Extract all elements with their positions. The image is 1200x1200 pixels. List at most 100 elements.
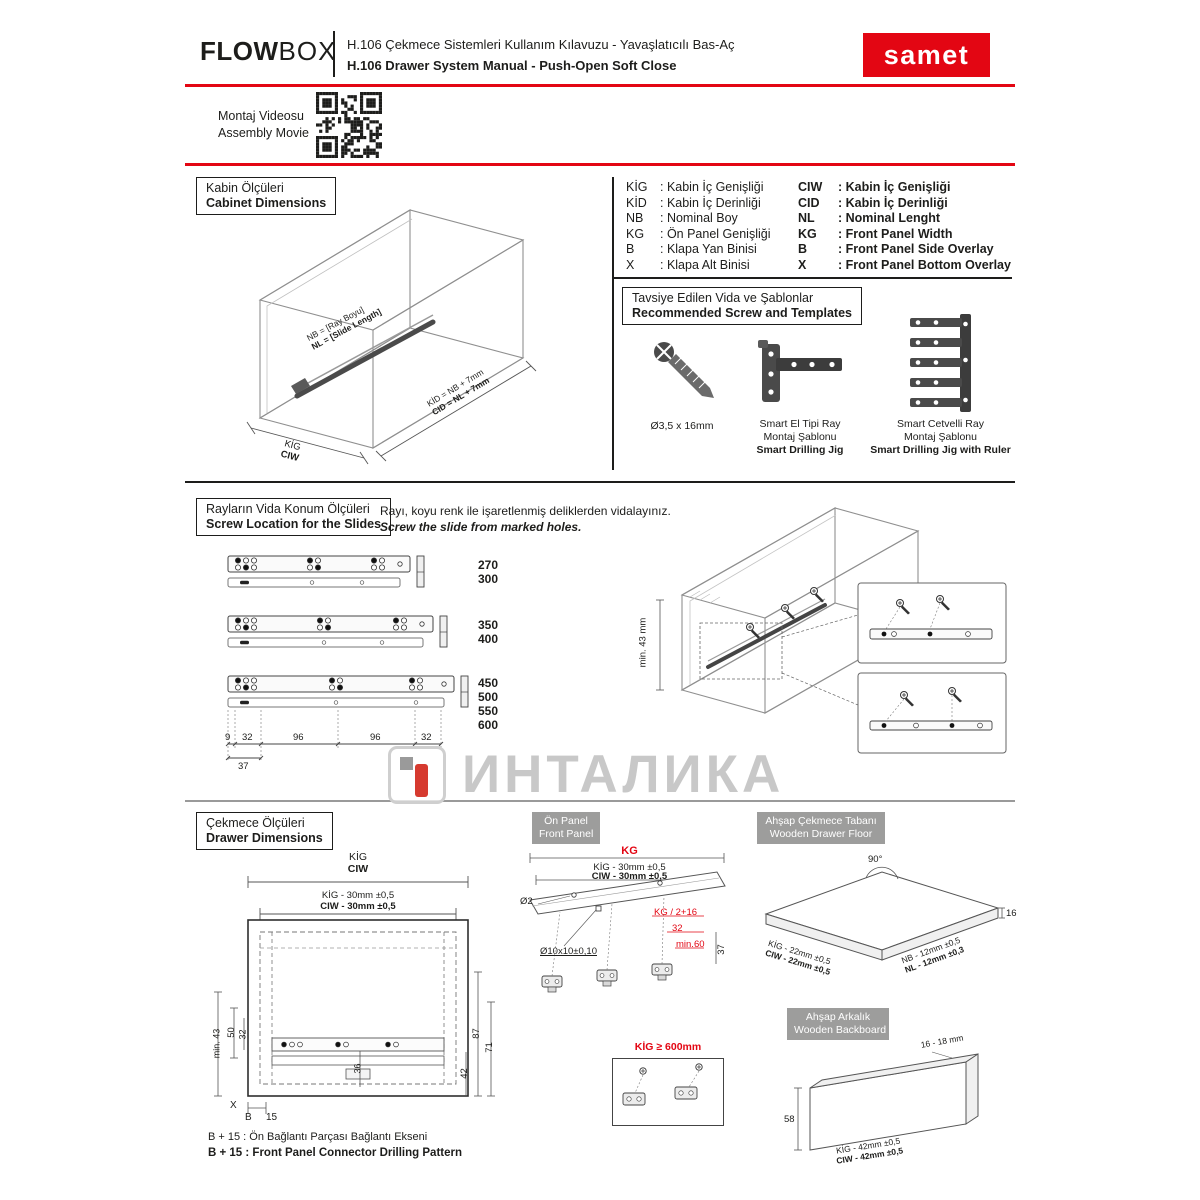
kig600-connector-box (612, 1058, 724, 1126)
legend-value: : Kabin İç Derinliği (838, 195, 948, 210)
front-caption-tr: B + 15 : Ön Bağlantı Parçası Bağlantı Ek… (208, 1131, 428, 1143)
ruler-jig-drawing (888, 310, 993, 415)
length-350: 350 (478, 618, 499, 632)
drawer-front-view-svg (214, 876, 495, 1114)
front-kig: KİG (348, 851, 368, 863)
drawer-section-title: Çekmece Ölçüleri Drawer Dimensions (196, 812, 333, 850)
video-label-en: Assembly Movie (218, 126, 309, 140)
jig-ruler-line3: Smart Drilling Jig with Ruler (870, 444, 1011, 456)
wooden-floor-svg (764, 866, 1005, 961)
legend-row: NB : Nominal Boy (626, 211, 770, 227)
legend-row: B: Klapa Yan Binisi (626, 242, 770, 258)
wooden-backboard-drawing: 16 - 18 mm 58 KİG - 42mm ±0,5 CIW - 42mm… (782, 1033, 1014, 1170)
ruler-jig-svg (910, 314, 971, 412)
front-panel-svg (529, 853, 726, 993)
slide-mounting-svg (656, 507, 1007, 754)
legend-row: NL : Nominal Lenght (798, 211, 1011, 227)
legend-key: KG (626, 226, 645, 241)
legend-value: : Kabin İç Genişliği (838, 180, 951, 194)
manual-title-en: H.106 Drawer System Manual - Push-Open S… (347, 58, 677, 73)
header-rule (185, 84, 1015, 87)
templates-title-tr: Tavsiye Edilen Vida ve Şablonlar (632, 291, 814, 305)
legend-value: : Nominal Boy (660, 211, 738, 225)
cabinet-section-title: Kabin Ölçüleri Cabinet Dimensions (196, 177, 337, 215)
dim-9: 9 (225, 732, 231, 743)
templates-title-en: Recommended Screw and Templates (632, 306, 852, 320)
floor-dim-16: 16 (1006, 908, 1017, 919)
legend-row: CID : Kabin İç Derinliği (798, 196, 1011, 212)
slides-title-tr: Rayların Vida Konum Ölçüleri (206, 502, 370, 516)
dim-37: 37 (238, 761, 249, 772)
floor-label-tr: Ahşap Çekmece Tabanı (765, 815, 877, 827)
slide-lengths-270-300: 270 300 (478, 558, 498, 586)
jig-hand-line2: Montaj Şablonu (763, 431, 837, 443)
jig-ruler-line2: Montaj Şablonu (904, 431, 977, 443)
panel-label-tr: Ön Panel (544, 815, 588, 827)
jig-hand-line1: Smart El Tipi Ray (759, 418, 841, 430)
length-550: 550 (478, 704, 499, 718)
panel-min60: min.60 (676, 939, 705, 950)
drilling-jig-svg (758, 340, 842, 402)
legend-key: NL (798, 211, 815, 225)
panel-dim-37: 37 (715, 944, 727, 955)
length-600: 600 (478, 718, 499, 732)
assembly-video-label: Montaj Videosu Assembly Movie (218, 108, 309, 142)
front-ciw: CIW (347, 863, 369, 875)
legend-value: : Kabin İç Derinliği (660, 195, 761, 210)
panel-kig600-label: KİG ≥ 600mm (634, 1041, 702, 1053)
legend-value: : Front Panel Side Overlay (838, 242, 994, 256)
slide-mounting-isometric: min. 43 mm (600, 505, 1012, 767)
front-dim-min43: min. 43 (211, 1028, 222, 1059)
legend-value: : Ön Panel Genişliği (660, 226, 771, 241)
back-label-en: Wooden Backboard (794, 1024, 887, 1036)
length-270: 270 (478, 558, 499, 572)
legend-key: KİG (626, 180, 648, 194)
legend-value: : Front Panel Bottom Overlay (838, 257, 1011, 272)
screw-svg (654, 342, 714, 398)
manual-title-tr: H.106 Çekmece Sistemleri Kullanım Kılavu… (347, 37, 735, 52)
dim-32b: 32 (421, 732, 432, 743)
legend-key: CID (798, 195, 820, 210)
slides-note-en: Screw the slide from marked holes. (380, 520, 582, 534)
video-label-tr: Montaj Videosu (218, 109, 304, 123)
header-divider (333, 31, 335, 77)
slide-lengths-450-600: 450 500 550 600 (478, 676, 498, 732)
dim-min43mm: min. 43 mm (637, 617, 649, 668)
cabinet-isometric-svg (246, 209, 537, 465)
cabinet-section-vline (612, 177, 614, 470)
dim-96a: 96 (293, 732, 304, 743)
wooden-backboard-svg (794, 1051, 979, 1151)
flowbox-logo: FLOWBOX (200, 36, 336, 67)
legend-row: X: Klapa Alt Binisi (626, 258, 770, 274)
slides-section-title: Rayların Vida Konum Ölçüleri Screw Locat… (196, 498, 392, 536)
drilling-jig-drawing (752, 330, 847, 415)
front-dim-36: 36 (352, 1063, 363, 1074)
legend-row: B: Front Panel Side Overlay (798, 242, 1011, 258)
wooden-floor-chip: Ahşap Çekmece Tabanı Wooden Drawer Floor (757, 812, 885, 844)
dim-96b: 96 (370, 732, 381, 743)
drawer-title-tr: Çekmece Ölçüleri (206, 816, 305, 830)
legend-turkish: KİG: Kabin İç Genişliği KİD: Kabin İç De… (626, 180, 770, 273)
front-dim-b: B (245, 1112, 252, 1123)
jig-ruler-line1: Smart Cetvelli Ray (897, 418, 984, 430)
front-kig30: KİG - 30mm ±0,5 (321, 890, 395, 901)
screw-label: Ø3,5 x 16mm (650, 420, 714, 432)
length-500: 500 (478, 690, 499, 704)
slides-hole-pattern-drawing: 9 32 96 96 32 37 270 300 350 400 450 500… (212, 548, 522, 773)
legend-value: : Nominal Lenght (838, 211, 941, 225)
front-panel-chip: Ön Panel Front Panel (532, 812, 600, 844)
legend-value: : Klapa Yan Binisi (660, 242, 757, 256)
panel-ciw30: CIW - 30mm ±0,5 (591, 871, 668, 882)
legend-key: NB (626, 211, 644, 225)
slides-note: Rayı, koyu renk ile işaretlenmiş delikle… (380, 503, 671, 535)
qr-code-pattern (316, 92, 382, 158)
slides-title-en: Screw Location for the Slides (206, 517, 382, 531)
front-dim-32: 32 (237, 1029, 248, 1040)
legend-value: : Front Panel Width (838, 226, 953, 241)
section-rule-1 (185, 481, 1015, 483)
floor-angle-90: 90° (868, 854, 883, 865)
legend-key: KİD (626, 195, 647, 210)
front-dim-42: 42 (458, 1068, 470, 1079)
length-400: 400 (478, 632, 499, 646)
panel-kg: KG (621, 845, 638, 857)
